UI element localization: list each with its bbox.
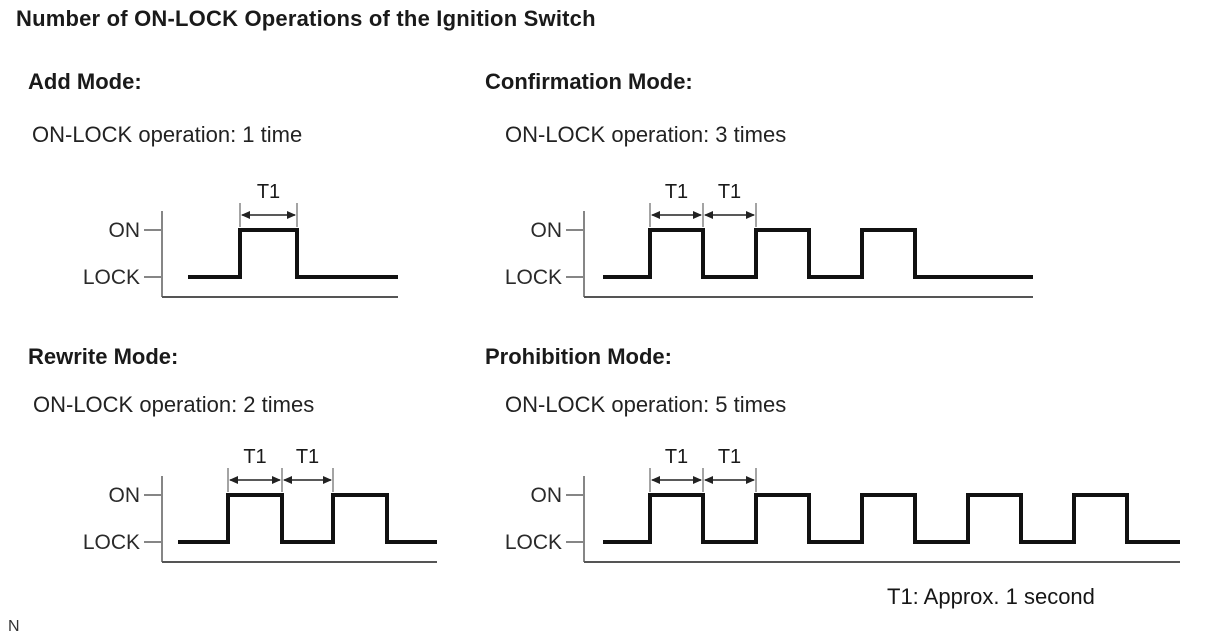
t1-arrowhead-left	[229, 476, 238, 484]
t1-arrowhead-left	[241, 211, 250, 219]
t1-duration-footnote: T1: Approx. 1 second	[887, 584, 1095, 609]
on-label: ON	[531, 484, 563, 507]
on-label: ON	[109, 484, 141, 507]
t1-label: T1	[243, 446, 266, 468]
lock-label: LOCK	[505, 266, 562, 289]
t1-label: T1	[665, 446, 688, 468]
on-label: ON	[109, 219, 141, 242]
waveform-path	[603, 228, 1033, 279]
t1-label: T1	[257, 181, 280, 203]
t1-arrowhead-left	[704, 476, 713, 484]
t1-arrowhead-right	[287, 211, 296, 219]
lock-label: LOCK	[505, 531, 562, 554]
t1-label: T1	[296, 446, 319, 468]
mode-heading-confirmation: Confirmation Mode:	[485, 69, 693, 94]
t1-arrowhead-left	[651, 476, 660, 484]
mode-heading-rewrite: Rewrite Mode:	[28, 344, 179, 369]
t1-arrowhead-right	[746, 211, 755, 219]
on-label: ON	[531, 219, 563, 242]
timing-diagram-rewrite: ON LOCK T1 T1	[83, 446, 437, 563]
lock-label: LOCK	[83, 531, 140, 554]
t1-arrowhead-left	[651, 211, 660, 219]
mode-heading-add: Add Mode:	[28, 69, 142, 94]
page-marker: N	[8, 618, 20, 635]
timing-diagram-confirmation: ON LOCK T1 T1	[505, 181, 1033, 298]
waveform-path	[188, 228, 398, 279]
figure-title: Number of ON-LOCK Operations of the Igni…	[16, 6, 596, 31]
lock-label: LOCK	[83, 266, 140, 289]
t1-arrowhead-right	[746, 476, 755, 484]
waveform-path	[603, 493, 1180, 544]
operation-count-add: ON-LOCK operation: 1 time	[32, 122, 303, 147]
t1-arrowhead-right	[693, 211, 702, 219]
t1-arrowhead-right	[323, 476, 332, 484]
operation-count-rewrite: ON-LOCK operation: 2 times	[33, 392, 315, 417]
t1-label: T1	[718, 181, 741, 203]
timing-diagram-prohibition: ON LOCK T1 T1	[505, 446, 1180, 563]
waveform-path	[178, 493, 437, 544]
t1-label: T1	[665, 181, 688, 203]
t1-arrowhead-right	[272, 476, 281, 484]
t1-label: T1	[718, 446, 741, 468]
timing-diagram-add: ON LOCK T1	[83, 181, 398, 298]
operation-count-confirmation: ON-LOCK operation: 3 times	[505, 122, 787, 147]
t1-arrowhead-right	[693, 476, 702, 484]
t1-arrowhead-left	[283, 476, 292, 484]
operation-count-prohibition: ON-LOCK operation: 5 times	[505, 392, 787, 417]
t1-arrowhead-left	[704, 211, 713, 219]
mode-heading-prohibition: Prohibition Mode:	[485, 344, 672, 369]
